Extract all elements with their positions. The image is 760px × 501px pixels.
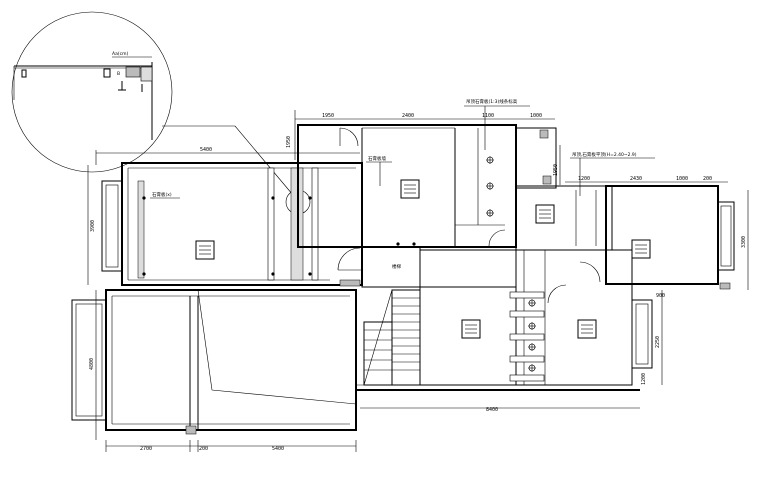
detail-label: Aa(cm) (112, 51, 128, 57)
dim-bottom-seg-3: 5400 (272, 446, 284, 452)
walls (71, 124, 735, 435)
ramp-line (197, 289, 357, 405)
spot-light-icon (528, 299, 536, 307)
dim-bottom-seg-1: 2700 (140, 446, 152, 452)
spot-lights (142, 156, 536, 372)
dim-upper-room-3: 1100 (482, 113, 494, 119)
dim-upper-room-4: 1000 (530, 113, 542, 119)
stair-label: 楼梯 (392, 263, 401, 270)
detail-marker: B (117, 71, 120, 77)
dim-left-height: 3900 (90, 220, 96, 232)
section-hatch (125, 66, 141, 78)
dim-lower-left-height: 4800 (89, 358, 95, 370)
dim-right-wing-3: 1000 (676, 176, 688, 182)
room-note: 石膏板墙 (368, 155, 386, 162)
square-ceiling-light-icon (461, 319, 481, 339)
dim-upper-room-1: 1950 (322, 113, 334, 119)
wall-hatch (137, 180, 145, 279)
spot-light-icon (486, 182, 494, 190)
square-ceiling-light-icon (195, 240, 215, 260)
dim-overall-bottom: 8400 (486, 407, 498, 413)
spot-light-icon (528, 322, 536, 330)
square-ceiling-light-icon (631, 239, 651, 259)
wall-note: 石膏板(x) (152, 191, 172, 198)
square-ceiling-light-icon (400, 179, 420, 199)
ceiling-note-top: 吊顶石膏板(1:3)线条标高 (466, 98, 518, 105)
dim-right-wing-2: 2430 (630, 176, 642, 182)
dim-small-left: 1950 (286, 136, 292, 148)
dim-upper-room-2: 2400 (402, 113, 414, 119)
spot-light-icon (528, 343, 536, 351)
annotation-notes: 石膏板(x) 石膏板墙 吊顶石膏板(1:3)线条标高 吊顶,石膏板平顶(H=2.… (150, 98, 655, 270)
dim-right-wing-4: 200 (703, 176, 712, 182)
dim-right-wing-1: 1200 (578, 176, 590, 182)
spot-light-icon (528, 364, 536, 372)
staircase (391, 289, 421, 386)
ceiling-lights (195, 179, 651, 339)
square-ceiling-light-icon (535, 204, 555, 224)
dim-bottom-seg-2: 200 (199, 446, 208, 452)
square-ceiling-light-icon (577, 319, 597, 339)
dim-top-left-width: 5400 (200, 147, 212, 153)
detail-callout: Aa(cm) B (11, 11, 311, 215)
dim-right-height: 3300 (741, 236, 747, 248)
dim-side-b: 2250 (655, 336, 661, 348)
spot-light-icon (486, 156, 494, 164)
ceiling-note-right: 吊顶,石膏板平顶(H=2.40~2.9) (572, 151, 637, 158)
dim-side-c: 1200 (641, 373, 647, 385)
spot-light-icon (486, 209, 494, 217)
dim-side-a: 900 (656, 293, 665, 299)
dimension-lines: 5400 1950 2400 1100 1000 1950 1950 1200 … (87, 110, 749, 452)
